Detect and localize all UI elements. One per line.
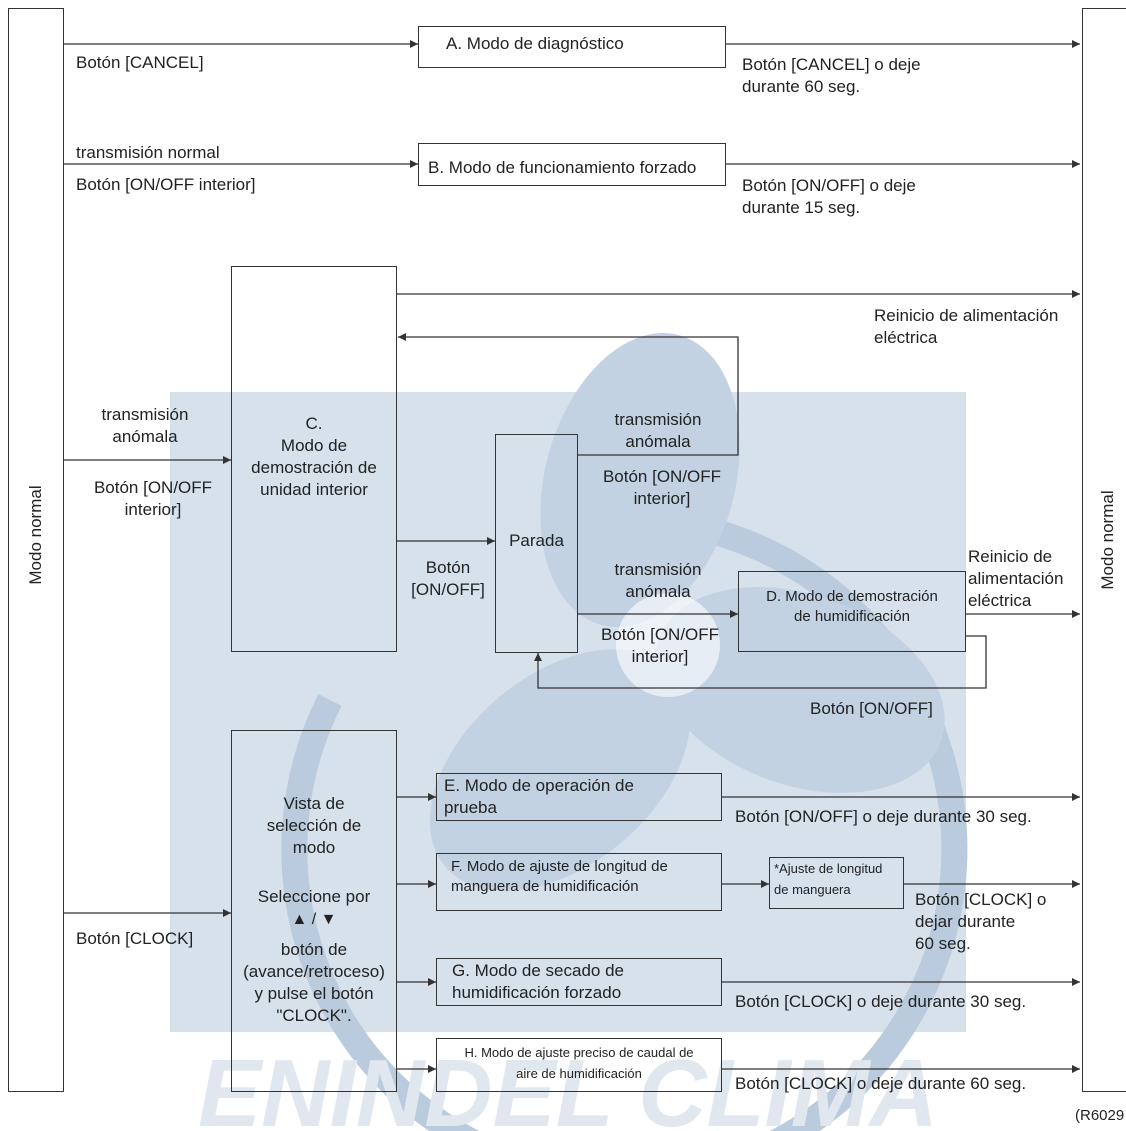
reference-code: (R6029: [1075, 1107, 1125, 1124]
label-b-out: Botón [ON/OFF] o deje durante 15 seg.: [742, 176, 916, 217]
box-a-text: A. Modo de diagnóstico: [446, 34, 624, 53]
box-f-text: F. Modo de ajuste de longitud de manguer…: [451, 858, 668, 895]
box-e-text: E. Modo de operación de prueba: [444, 776, 634, 817]
label-parada-back-top: transmisión anómala: [614, 410, 702, 451]
label-g-out: Botón [CLOCK] o deje durante 30 seg.: [735, 992, 1027, 1011]
normal-mode-left-label: Modo normal: [26, 485, 45, 585]
label-d-power: Reinicio de alimentación eléctrica: [968, 547, 1064, 610]
box-c-indoor-demo-mode: [231, 266, 397, 652]
box-b-text: B. Modo de funcionamiento forzado: [428, 158, 697, 177]
label-d-back: Botón [ON/OFF]: [810, 699, 933, 718]
label-selection-in: Botón [CLOCK]: [76, 929, 194, 948]
label-c-in-top: transmisión anómala: [101, 405, 189, 446]
label-c-in-bottom: Botón [ON/OFF interior]: [93, 478, 213, 519]
box-h-text: H. Modo de ajuste preciso de caudal de a…: [464, 1045, 694, 1081]
normal-mode-right-label: Modo normal: [1098, 490, 1117, 590]
watermark-fan: [429, 333, 945, 891]
label-a-out: Botón [CANCEL] o deje durante 60 seg.: [742, 55, 921, 96]
box-d-text: D. Modo de demostración de humidificació…: [766, 588, 938, 625]
label-b-in-top: transmisión normal: [76, 143, 220, 162]
box-parada-text: Parada: [509, 531, 564, 550]
arrow-d-back-to-parada: [534, 635, 987, 689]
label-b-in-bottom: Botón [ON/OFF interior]: [76, 175, 256, 194]
label-c-to-parada: Botón [ON/OFF]: [411, 558, 485, 599]
box-d-humidification-demo: [738, 571, 966, 652]
selection-instruction-rest: botón de (avance/retroceso) y pulse el b…: [243, 940, 385, 1025]
normal-mode-left: [8, 8, 64, 1092]
box-g-text: G. Modo de secado de humidificación forz…: [452, 961, 625, 1002]
box-e-test-operation: [436, 773, 722, 821]
label-c-power: Reinicio de alimentación eléctrica: [874, 306, 1059, 347]
box-c-text: C. Modo de demostración de unidad interi…: [251, 414, 377, 499]
label-e-out: Botón [ON/OFF] o deje durante 30 seg.: [735, 807, 1032, 826]
box-a-diagnostic-mode: [418, 26, 726, 68]
watermark-text: ENINDEL CLIMA: [198, 1040, 938, 1131]
box-h-airflow-fine-adjust: [436, 1038, 722, 1092]
box-g-forced-drying: [436, 958, 722, 1006]
label-parada-back-bottom: Botón [ON/OFF interior]: [602, 467, 722, 508]
box-f-hose-length-setting: [769, 857, 904, 909]
box-f-hose-length: [436, 853, 722, 911]
watermark-hub: [616, 593, 720, 697]
normal-mode-right: [1082, 8, 1126, 1092]
label-parada-to-d-top: transmisión anómala: [614, 560, 702, 601]
label-f-out: Botón [CLOCK] o dejar durante 60 seg.: [915, 890, 1047, 953]
selection-title: Vista de selección de modo: [266, 794, 362, 857]
box-f-sub-text: *Ajuste de longitud de manguera: [774, 861, 883, 897]
arrow-parada-back-to-c: [398, 333, 739, 456]
box-mode-selection: [231, 730, 397, 1092]
box-parada: [495, 434, 578, 653]
up-down-arrow-icon: ▲ / ▼: [291, 911, 337, 928]
box-b-forced-mode: [418, 143, 726, 186]
label-a-in: Botón [CANCEL]: [76, 53, 204, 72]
label-h-out: Botón [CLOCK] o deje durante 60 seg.: [735, 1074, 1027, 1093]
selection-instruction: Seleccione por: [257, 887, 371, 906]
label-parada-to-d-bottom: Botón [ON/OFF interior]: [600, 625, 720, 666]
